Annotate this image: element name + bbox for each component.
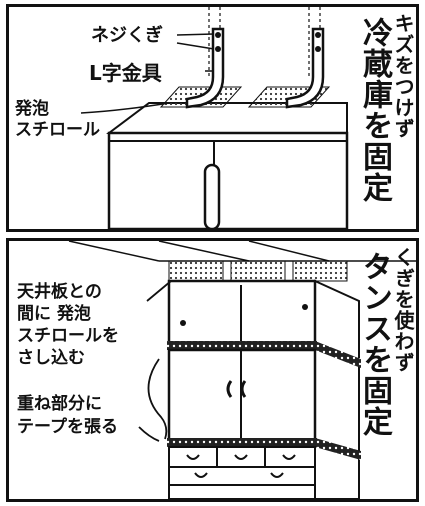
l-bracket-right xyxy=(285,27,325,109)
fridge-body xyxy=(107,131,349,229)
label-foam: 発泡 スチロール xyxy=(15,99,100,141)
fridge-handle xyxy=(203,163,221,229)
label-tape: 重ね部分に テープを張る xyxy=(17,394,118,437)
foam-top-2 xyxy=(230,260,286,282)
title-fridge-large: 冷蔵庫を固定 xyxy=(357,17,392,203)
label-l-bracket: L字金具 xyxy=(89,61,162,85)
panel-chest: 天井板との 間に 発泡 スチロールを さし込む 重ね部分に テープを張る くぎを… xyxy=(6,238,419,502)
title-fridge-small: キズをつけず xyxy=(391,13,415,139)
label-screws: ネジくぎ xyxy=(91,25,163,46)
label-foam-insert: 天井板との 間に 発泡 スチロールを さし込む xyxy=(17,282,119,369)
foam-top-1 xyxy=(168,260,224,282)
tape-band-upper xyxy=(167,341,317,350)
title-chest-small: くぎを使わず xyxy=(391,247,415,373)
fridge-top xyxy=(106,102,348,134)
ceiling-beams xyxy=(208,7,321,77)
fridge-illustration xyxy=(80,7,349,229)
chest-illustration xyxy=(68,241,416,499)
foam-top-3 xyxy=(292,260,348,282)
title-chest-large: タンスを固定 xyxy=(357,251,392,437)
panel-fridge: ネジくぎ L字金具 発泡 スチロール キズをつけず 冷蔵庫を固定 xyxy=(6,4,419,232)
chest-drawers xyxy=(168,446,316,499)
tape-band-lower xyxy=(167,438,317,447)
